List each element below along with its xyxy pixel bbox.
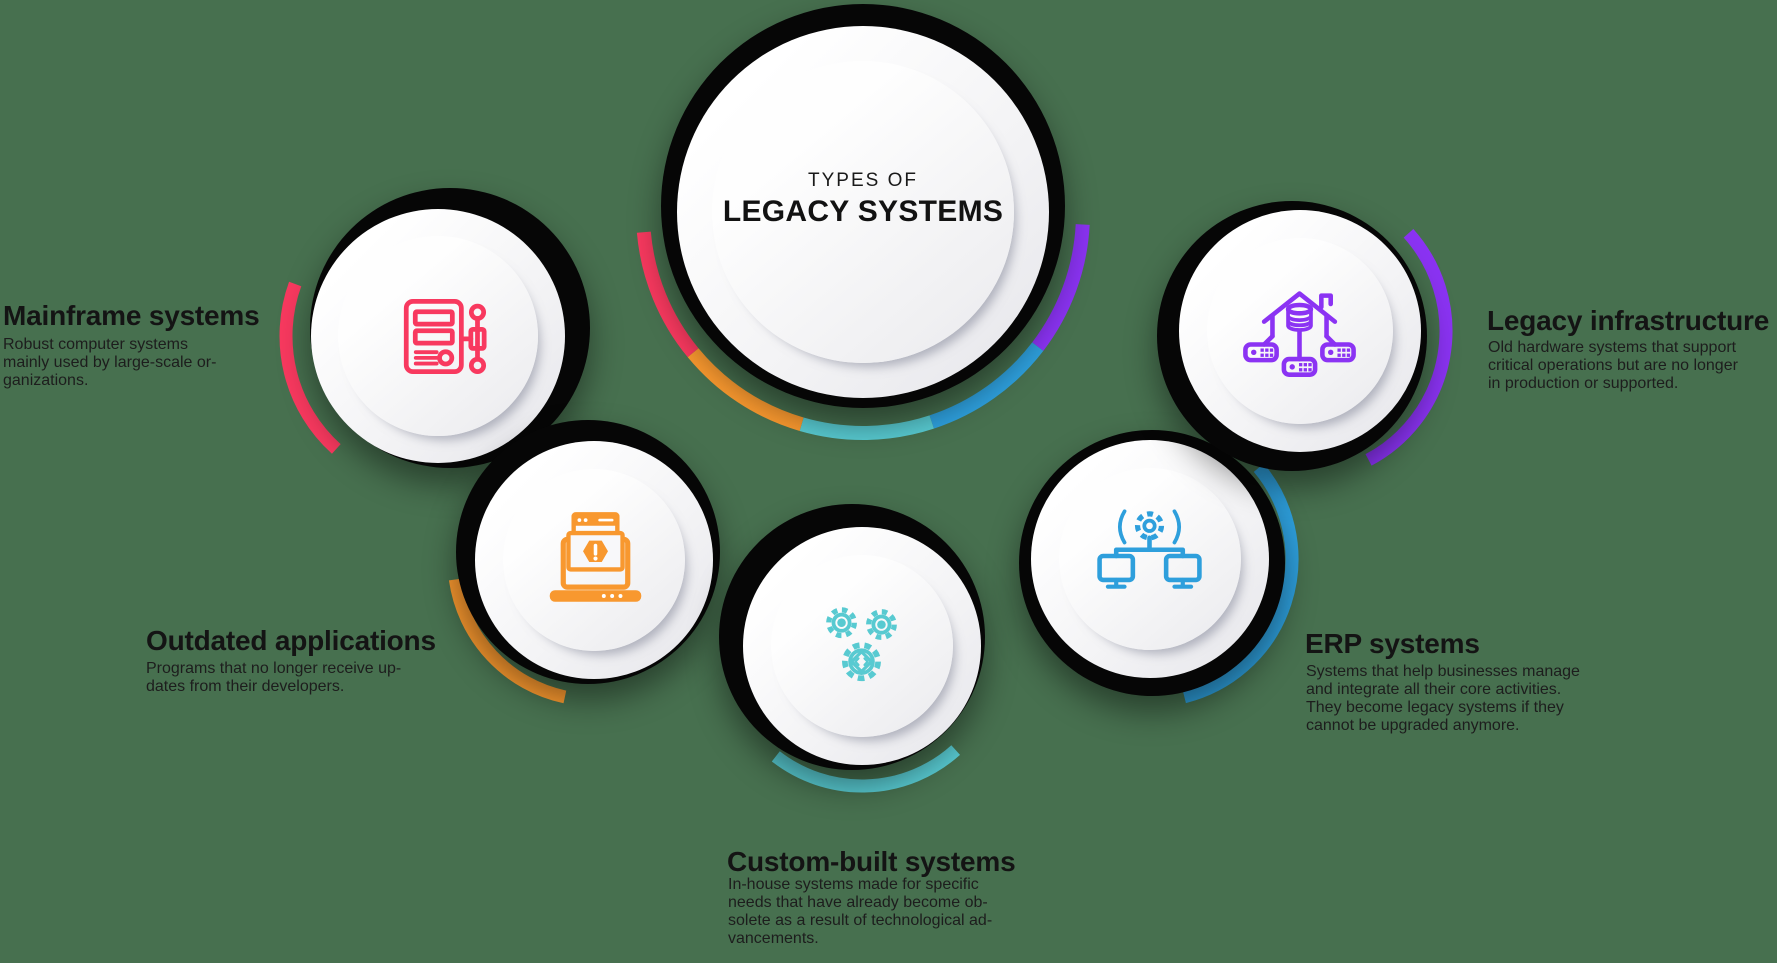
outdated-arc bbox=[448, 578, 567, 704]
custom-built-heading: Custom-built systems bbox=[727, 846, 1016, 877]
erp-arc bbox=[1182, 463, 1299, 704]
custom-built-arc bbox=[771, 745, 961, 793]
erp-circle-inner bbox=[1059, 468, 1241, 650]
legacy-infrastructure-description: Old hardware systems that support critic… bbox=[1488, 339, 1738, 392]
legacy-infrastructure-arc bbox=[1365, 228, 1453, 466]
mainframe-circle-inner bbox=[338, 236, 538, 436]
mainframe-arc bbox=[279, 281, 341, 454]
center-title-kicker: TYPES OF bbox=[808, 170, 918, 191]
center-multicolor-arc bbox=[636, 224, 1090, 440]
house-database-network-icon bbox=[1243, 291, 1356, 377]
computers-network-gear-icon bbox=[1097, 509, 1202, 589]
outdated-description: Programs that no longer receive up- date… bbox=[146, 660, 402, 695]
center-arc-blue bbox=[929, 342, 1044, 429]
erp-description: Systems that help businesses manage and … bbox=[1306, 663, 1580, 734]
center-arc-purple bbox=[1032, 224, 1090, 351]
mainframe-server-icon bbox=[403, 298, 487, 375]
center-arc-orange bbox=[687, 348, 804, 431]
mainframe-description: Robust computer systems mainly used by l… bbox=[3, 336, 217, 389]
legacy-infrastructure-heading: Legacy infrastructure bbox=[1487, 305, 1770, 336]
outdated-heading: Outdated applications bbox=[146, 625, 436, 656]
erp-heading: ERP systems bbox=[1305, 628, 1480, 659]
gears-code-icon bbox=[826, 607, 897, 682]
center-title: LEGACY SYSTEMS bbox=[722, 195, 1004, 228]
center-arc-teal bbox=[799, 415, 934, 440]
custom-built-circle-inner bbox=[771, 555, 953, 737]
laptop-warning-icon bbox=[549, 512, 642, 602]
mainframe-heading: Mainframe systems bbox=[3, 300, 260, 331]
center-arc-pink bbox=[636, 231, 699, 358]
center-circle-inner bbox=[712, 61, 1014, 363]
custom-built-description: In-house systems made for specific needs… bbox=[728, 876, 993, 947]
